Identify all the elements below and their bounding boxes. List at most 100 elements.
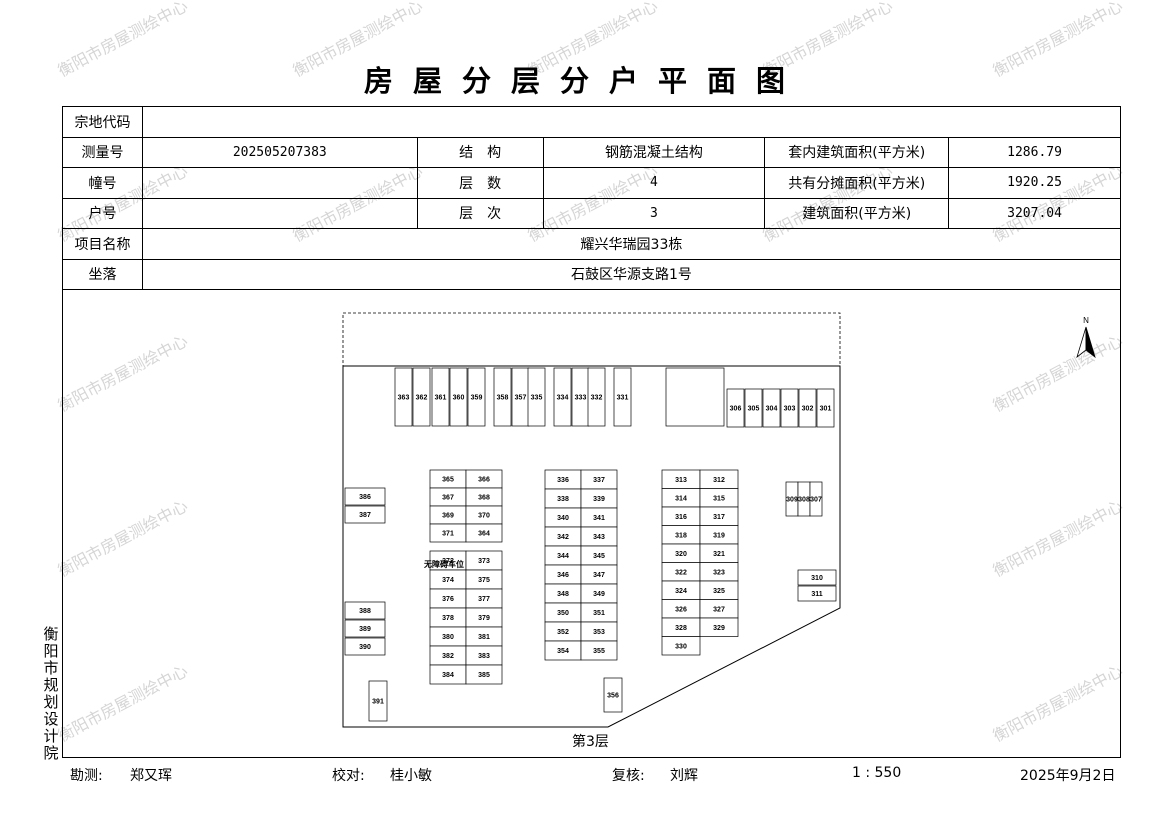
floor-level-value: 3: [542, 197, 766, 229]
unit-number: 311: [811, 591, 822, 598]
unit-number: 330: [675, 643, 687, 650]
unit-box: 360: [449, 367, 468, 427]
unit-number: 374: [442, 577, 454, 584]
unit-box: 391: [368, 680, 388, 722]
unit-number: 307: [810, 497, 822, 504]
unit-box: 348: [544, 583, 582, 604]
unit-box: 363: [394, 367, 413, 427]
unit-box: 380: [429, 626, 467, 647]
side-char: 划: [43, 693, 59, 711]
unit-number: 343: [593, 534, 605, 541]
building-no-value: [141, 167, 418, 199]
unit-number: 367: [442, 495, 454, 502]
unit-box: 367: [429, 487, 467, 507]
table-row: 幢号 层 数 4 共有分摊面积(平方米) 1920.25: [62, 167, 1121, 199]
structure-value: 钢筋混凝土结构: [542, 136, 766, 168]
check-name: 桂小敏: [390, 768, 432, 784]
review-label: 复核:: [612, 768, 645, 784]
unit-number: 329: [713, 625, 725, 632]
unit-box: 312: [699, 469, 739, 489]
unit-box: 349: [580, 583, 618, 604]
unit-number: 309: [786, 497, 798, 504]
unit-box: 382: [429, 645, 467, 666]
unit-box: 356: [603, 677, 623, 713]
table-row: 宗地代码: [62, 106, 1122, 138]
unit-no-label: 户号: [62, 197, 143, 229]
unit-number: 365: [442, 477, 454, 484]
unit-number: 332: [591, 395, 603, 402]
unit-number: 366: [478, 477, 490, 484]
unit-number: 377: [478, 596, 490, 603]
unit-number: 388: [359, 608, 371, 615]
unit-box: 325: [699, 580, 739, 600]
building-area-value: 3207.04: [948, 197, 1121, 229]
unit-box: 313: [661, 469, 701, 489]
unit-box: 319: [699, 525, 739, 545]
unit-box: 384: [429, 664, 467, 685]
unit-number: 324: [675, 588, 687, 595]
scale: 1 : 550: [852, 765, 902, 781]
unit-box: 304: [762, 388, 781, 428]
survey-no-label: 测量号: [62, 136, 143, 168]
floor-label: 第3层: [572, 734, 609, 750]
unit-box: 342: [544, 526, 582, 547]
unit-number: 364: [478, 531, 490, 538]
unit-box: 341: [580, 507, 618, 528]
building-outline: [342, 365, 841, 728]
unit-number: 318: [675, 532, 687, 539]
unit-number: 313: [675, 477, 687, 484]
side-label: 衡 阳 市 规 划 设 计 院: [42, 626, 60, 762]
unit-number: 362: [416, 395, 428, 402]
side-char: 院: [43, 744, 59, 762]
unit-box: 389: [344, 619, 386, 638]
unit-box: 361: [431, 367, 450, 427]
unit-number: 389: [359, 626, 371, 633]
unit-box: 309: [785, 481, 799, 517]
unit-box: 303: [780, 388, 799, 428]
unit-box: 305: [744, 388, 763, 428]
unit-box: 339: [580, 488, 618, 509]
unit-number: 320: [675, 551, 687, 558]
unit-box: 358: [493, 367, 512, 427]
unit-number: 363: [398, 395, 410, 402]
unit-number: 338: [557, 496, 569, 503]
unit-number: 326: [675, 606, 687, 613]
project-label: 项目名称: [62, 228, 143, 260]
unit-number: 308: [798, 497, 810, 504]
unit-number: 379: [478, 615, 490, 622]
unit-box: 368: [465, 487, 503, 507]
unit-number: 356: [607, 693, 619, 700]
unit-number: 369: [442, 513, 454, 520]
unit-number: 337: [593, 477, 605, 484]
unit-box: 378: [429, 607, 467, 628]
unit-number: 341: [593, 515, 605, 522]
parcel-code-label: 宗地代码: [62, 106, 143, 138]
unit-number: 352: [557, 629, 569, 636]
unit-number: 384: [442, 672, 454, 679]
unit-number: 319: [713, 532, 725, 539]
side-char: 阳: [43, 642, 59, 660]
floors-value: 4: [542, 167, 766, 199]
unit-box: 371: [429, 523, 467, 543]
unit-number: 340: [557, 515, 569, 522]
unit-box: 381: [465, 626, 503, 647]
unit-number: 361: [435, 395, 447, 402]
unit-number: 354: [557, 648, 569, 655]
unit-box: 353: [580, 621, 618, 642]
unit-number: 316: [675, 514, 687, 521]
unit-number: 345: [593, 553, 605, 560]
unit-box: 357: [511, 367, 530, 427]
review-name: 刘辉: [670, 768, 698, 784]
unit-box: 352: [544, 621, 582, 642]
unit-number: 333: [575, 395, 587, 402]
check-label: 校对:: [332, 768, 365, 784]
unit-box: 320: [661, 543, 701, 563]
unit-number: 383: [478, 653, 490, 660]
unit-box: 318: [661, 525, 701, 545]
north-arrow: N: [1074, 316, 1098, 364]
unit-box: 365: [429, 469, 467, 489]
unit-box: 334: [553, 367, 572, 427]
unit-box: 344: [544, 545, 582, 566]
page-title: 房屋分层分户平面图: [363, 64, 805, 98]
unit-box: 315: [699, 488, 739, 508]
